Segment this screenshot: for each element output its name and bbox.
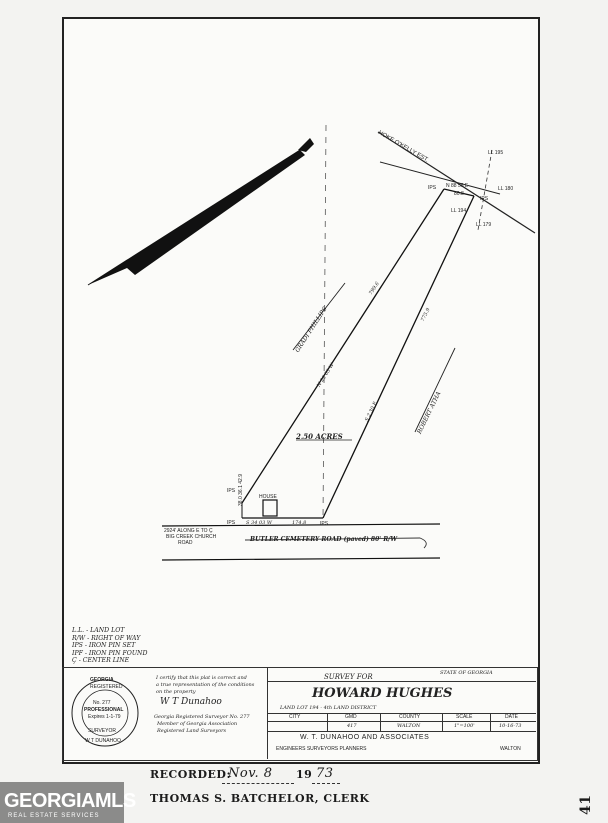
dist-road: 174.8 xyxy=(292,520,307,526)
logo-main: GEORGIAMLS xyxy=(4,790,136,812)
seal-no: No. 277 xyxy=(93,700,111,706)
ips-top-right: IPS xyxy=(480,196,489,202)
hdr-county: COUNTY xyxy=(399,714,421,720)
state-label: STATE OF GEORGIA xyxy=(440,670,493,676)
center-line xyxy=(322,124,327,521)
seal-surveyor: SURVEYOR xyxy=(88,728,116,734)
ll-top1: LL 195 xyxy=(488,150,504,156)
legend: L.L. - LAND LOT R/W - RIGHT OF WAY IPS -… xyxy=(72,627,147,665)
dist-top: 80.8 xyxy=(454,191,464,197)
plat-sheet xyxy=(62,17,540,764)
legend-item: Ç - CENTER LINE xyxy=(72,657,130,665)
cert-line-2: a true representation of the conditions xyxy=(156,682,255,688)
val-date: 10-16-73 xyxy=(499,723,522,729)
recorded-date: Nov. 8 xyxy=(228,766,273,781)
ips-road-left: IPS xyxy=(227,520,236,526)
ips-road-right: IPS xyxy=(320,521,329,527)
acres-label: 2.50 ACRES xyxy=(296,432,343,441)
recorded-year: 73 xyxy=(316,766,334,781)
seal-name: W T DUNAHOO xyxy=(85,738,121,744)
house-icon xyxy=(262,499,278,517)
legend-item: IPF - IRON PIN FOUND xyxy=(72,649,148,657)
cert-line-3: on the property xyxy=(156,689,196,695)
val-gmd: 417 xyxy=(347,723,357,729)
legend-item: R/W - RIGHT OF WAY xyxy=(72,634,141,642)
legend-item: IPS - IRON PIN SET xyxy=(72,642,136,650)
clerk-name: THOMAS S. BATCHELOR, CLERK xyxy=(150,792,370,805)
hdr-scale: SCALE xyxy=(456,714,473,720)
west-boundary xyxy=(241,188,445,504)
georgiamls-logo: GEORGIAMLS REAL ESTATE SERVICES xyxy=(0,782,136,823)
ll-mid1: LL 194 xyxy=(451,208,467,214)
ips-top-left: IPS xyxy=(428,185,437,191)
land-lot: LAND LOT 194 - 4th LAND DISTRICT xyxy=(280,705,377,711)
surveyor-seal-icon xyxy=(71,679,139,747)
ll-top2: LL 180 xyxy=(498,186,514,192)
road-label: BUTLER CEMETERY ROAD (paved) 80' R/W xyxy=(250,536,398,543)
recorded-label: RECORDED: xyxy=(150,768,232,781)
reg-line-3: Registered Land Surveyors xyxy=(157,728,227,734)
firm-sub: ENGINEERS SURVEYORS PLANNERS xyxy=(276,746,367,752)
firm-city: WALTON xyxy=(500,746,521,752)
north-arrow-icon xyxy=(87,138,314,286)
road-note-2: BIG CREEK CHURCH xyxy=(166,534,217,540)
reg-line-1: Georgia Registered Surveyor No. 277 xyxy=(154,714,250,720)
bearing-top: N 88 56 E xyxy=(446,183,469,189)
hdr-gmd: GMD xyxy=(345,714,357,720)
seal-top: GEORGIA xyxy=(90,677,114,683)
seal-prof: PROFESSIONAL xyxy=(84,707,124,713)
road-line-top xyxy=(161,523,441,527)
legend-item: L.L. - LAND LOT xyxy=(72,627,125,634)
reg-line-2: Member of Georgia Association xyxy=(157,721,238,727)
client-name: HOWARD HUGHES xyxy=(312,686,453,701)
ll-mid2: LL 179 xyxy=(476,222,492,228)
east-boundary xyxy=(322,195,475,519)
road-line-bottom xyxy=(161,557,441,561)
hdr-city: CITY xyxy=(289,714,301,720)
ips-house: IPS xyxy=(227,488,236,494)
road-note-3: ROAD xyxy=(178,540,193,546)
hdr-date: DATE xyxy=(505,714,518,720)
logo-sub: REAL ESTATE SERVICES xyxy=(8,813,100,819)
recorded-year-prefix: 19 xyxy=(296,768,313,781)
val-scale: 1"=100' xyxy=(454,723,475,729)
left-dims: 38.0 36.1 42.9 xyxy=(238,474,244,506)
firm-name: W. T. DUNAHOO AND ASSOCIATES xyxy=(300,734,430,741)
house-label: HOUSE xyxy=(259,494,277,500)
bearing-road: S 34 03 W xyxy=(246,520,273,526)
title-block: GEORGIA REGISTERED No. 277 PROFESSIONAL … xyxy=(62,667,538,761)
val-county: WALTON xyxy=(397,723,421,729)
signature: W T Dunahoo xyxy=(160,697,222,707)
side-number: 41 xyxy=(578,794,594,815)
seal-reg: REGISTERED xyxy=(90,684,123,690)
cert-line-1: I certify that this plat is correct and xyxy=(156,675,247,681)
seal-exp: Expires 1-1-79 xyxy=(88,714,121,720)
survey-for: SURVEY FOR xyxy=(324,673,373,681)
road-note-1: 2924' ALONG E TO Ç xyxy=(164,528,213,534)
